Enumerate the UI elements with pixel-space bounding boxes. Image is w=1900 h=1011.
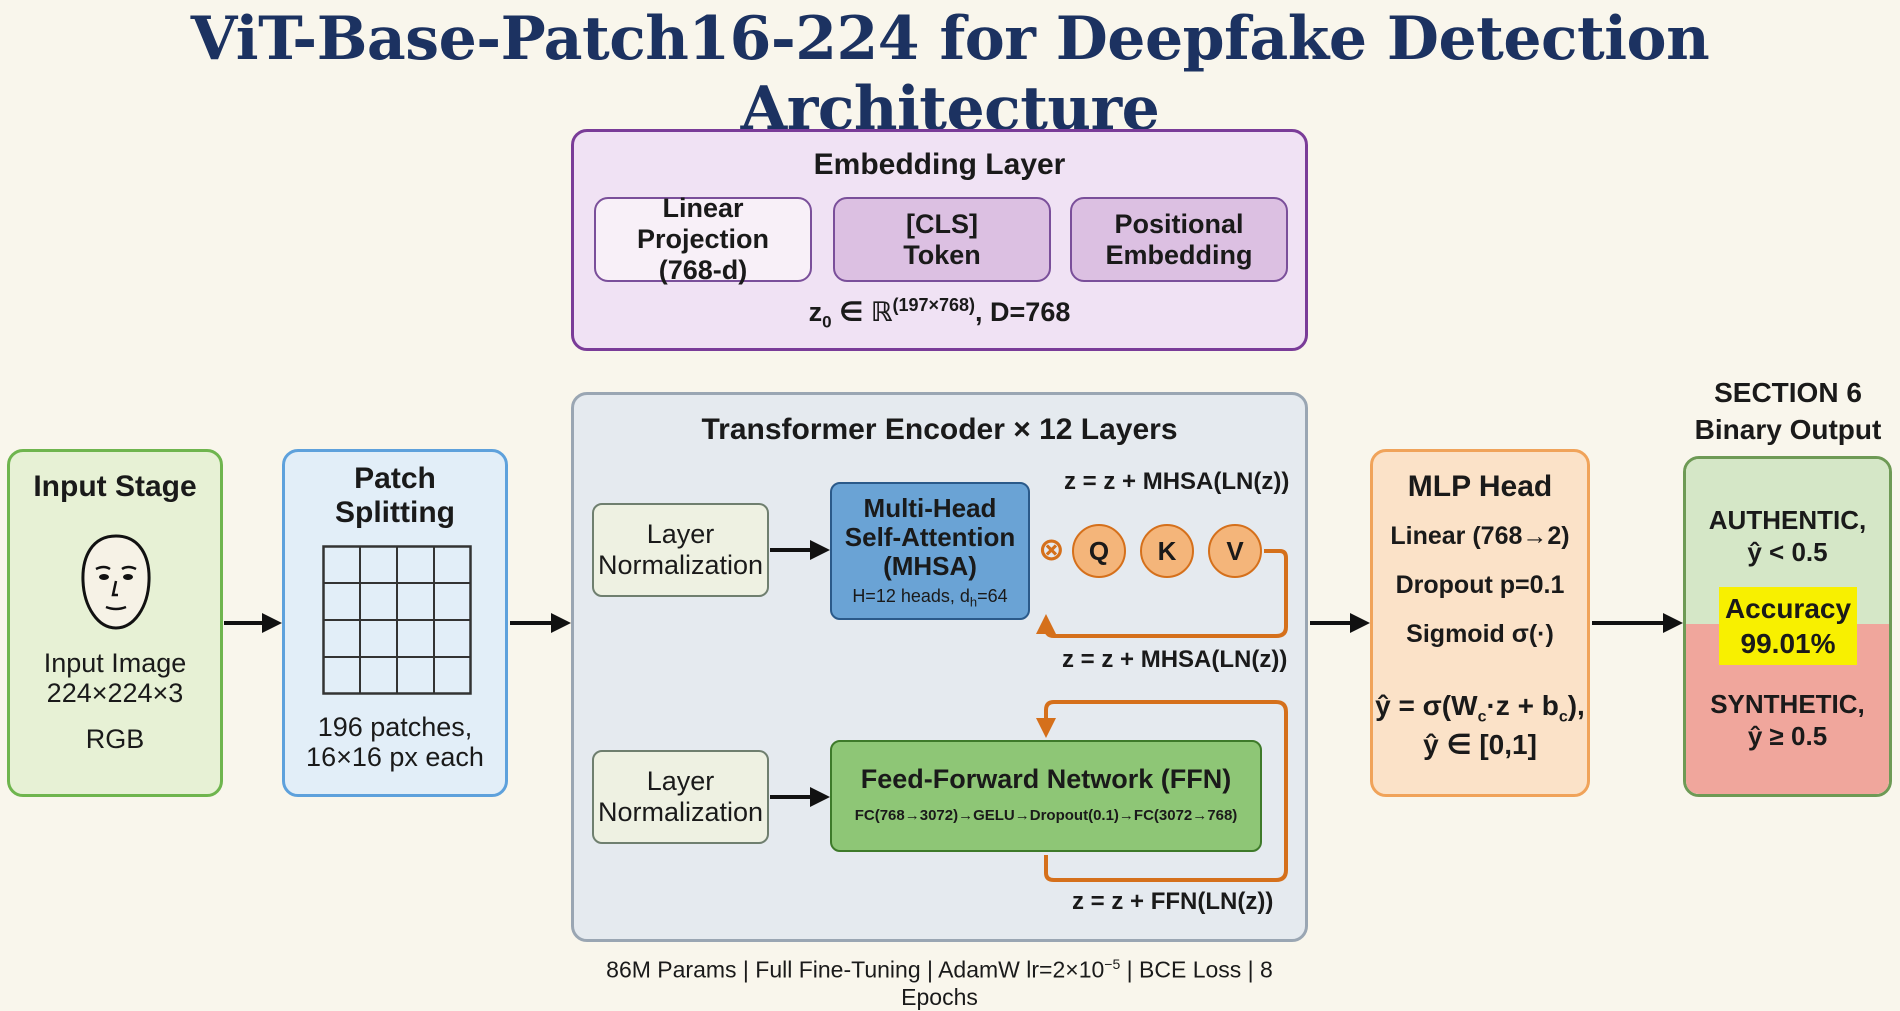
mlp-linear-label: Linear (768→2) (1390, 522, 1570, 550)
input-image-rgb: RGB (85, 724, 145, 754)
patch-count-label: 196 patches, (317, 712, 473, 742)
cls-token-label-2: Token (903, 239, 981, 270)
patch-splitting-panel: Patch Splitting 196 patches, 16×16 px ea… (282, 449, 508, 797)
output-section-label: SECTION 6 (1714, 377, 1862, 408)
output-header-title: Binary Output (1694, 414, 1882, 445)
residual-ffn-arrow (1036, 700, 1288, 882)
cls-token-box: [CLS] Token (833, 197, 1051, 282)
transformer-encoder-title: Transformer Encoder × 12 Layers (701, 413, 1178, 446)
mlp-formula-range: ŷ ∈ [0,1] (1423, 729, 1537, 760)
multiply-icon: ⊗ (1038, 531, 1065, 567)
linear-projection-dim: (768-d) (658, 255, 748, 285)
layer-norm-box-2: Layer Normalization (592, 750, 769, 844)
mlp-dropout-label: Dropout p=0.1 (1395, 571, 1565, 599)
residual-bottom-label: z = z + FFN(LN(z)) (1072, 888, 1274, 915)
patch-size-label: 16×16 px each (306, 742, 484, 772)
authentic-label: AUTHENTIC, (1708, 505, 1867, 535)
input-stage-title: Input Stage (33, 470, 197, 503)
cls-token-label: [CLS] (906, 208, 978, 239)
input-image-size: 224×224×3 (46, 678, 184, 708)
mlp-head-title: MLP Head (1407, 470, 1553, 503)
connector-arrows (224, 540, 1683, 882)
synthetic-threshold: ŷ ≥ 0.5 (1747, 721, 1828, 751)
linear-projection-box: Linear Projection (768-d) (594, 193, 812, 285)
binary-output-panel: AUTHENTIC, ŷ < 0.5 Accuracy 99.01% SYNTH… (1683, 456, 1892, 797)
residual-mid-label: z = z + MHSA(LN(z)) (1062, 646, 1288, 673)
ffn-box: Feed-Forward Network (FFN) FC(768→3072)→… (830, 740, 1262, 852)
key-circle: K (1140, 524, 1194, 578)
positional-embedding-label: Positional (1114, 208, 1244, 239)
synthetic-label: SYNTHETIC, (1710, 689, 1865, 719)
mlp-head-panel: MLP Head Linear (768→2) Dropout p=0.1 Si… (1370, 449, 1590, 797)
linear-projection-label: Linear Projection (636, 193, 770, 254)
patch-splitting-title: Patch Splitting (335, 462, 455, 529)
positional-embedding-box: Positional Embedding (1070, 197, 1288, 282)
embedding-formula: z0 ∈ ℝ(197×768), D=768 (808, 295, 1071, 332)
accuracy-badge: Accuracy 99.01% (1719, 587, 1857, 665)
input-stage-panel: Input Stage Input Image 224×224×3 RGB (7, 449, 223, 797)
embedding-layer-title: Embedding Layer (813, 148, 1066, 181)
mhsa-heads-label: H=12 heads, dh=64 (852, 586, 1008, 610)
face-icon (81, 534, 151, 630)
query-circle: Q (1072, 524, 1126, 578)
residual-mhsa-arrow (1036, 549, 1288, 638)
value-circle: V (1208, 524, 1262, 578)
ffn-detail: FC(768→3072)→GELU→Dropout(0.1)→FC(3072→7… (854, 807, 1238, 824)
layer-norm-box-1: Layer Normalization (592, 503, 769, 597)
embedding-layer-panel: Embedding Layer Linear Projection (768-d… (571, 129, 1308, 351)
patch-grid-icon (322, 545, 472, 695)
mhsa-box: Multi-Head Self-Attention (MHSA) H=12 he… (830, 482, 1030, 620)
mlp-sigmoid-label: Sigmoid σ(·) (1406, 620, 1554, 648)
residual-top-label: z = z + MHSA(LN(z)) (1064, 468, 1290, 495)
input-image-label: Input Image (43, 648, 187, 678)
authentic-threshold: ŷ < 0.5 (1747, 537, 1828, 567)
footer-caption: 86M Params | Full Fine-Tuning | AdamW lr… (606, 956, 1273, 1010)
page-title: ViT-Base-Patch16-224 for Deepfake Detect… (190, 4, 1710, 144)
positional-embedding-label-2: Embedding (1105, 239, 1253, 270)
mlp-formula: ŷ = σ(Wc·z + bc), (1375, 690, 1585, 726)
